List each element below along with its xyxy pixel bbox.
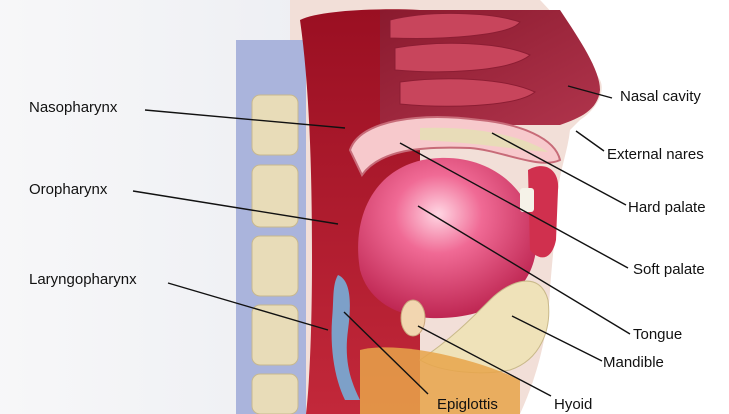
hyoid-shape bbox=[401, 300, 425, 336]
label-nasal-cavity: Nasal cavity bbox=[620, 89, 701, 104]
label-epiglottis: Epiglottis bbox=[437, 397, 498, 412]
front-teeth bbox=[520, 188, 534, 212]
label-hyoid: Hyoid bbox=[554, 397, 592, 412]
label-oropharynx: Oropharynx bbox=[29, 182, 107, 197]
label-laryngopharynx: Laryngopharynx bbox=[29, 272, 137, 287]
label-mandible: Mandible bbox=[603, 355, 664, 370]
label-soft-palate: Soft palate bbox=[633, 262, 705, 277]
lips bbox=[528, 166, 558, 257]
label-hard-palate: Hard palate bbox=[628, 200, 706, 215]
nasal-turbinates bbox=[390, 13, 535, 106]
label-nasopharynx: Nasopharynx bbox=[29, 100, 117, 115]
label-tongue: Tongue bbox=[633, 327, 682, 342]
label-external-nares: External nares bbox=[607, 147, 704, 162]
